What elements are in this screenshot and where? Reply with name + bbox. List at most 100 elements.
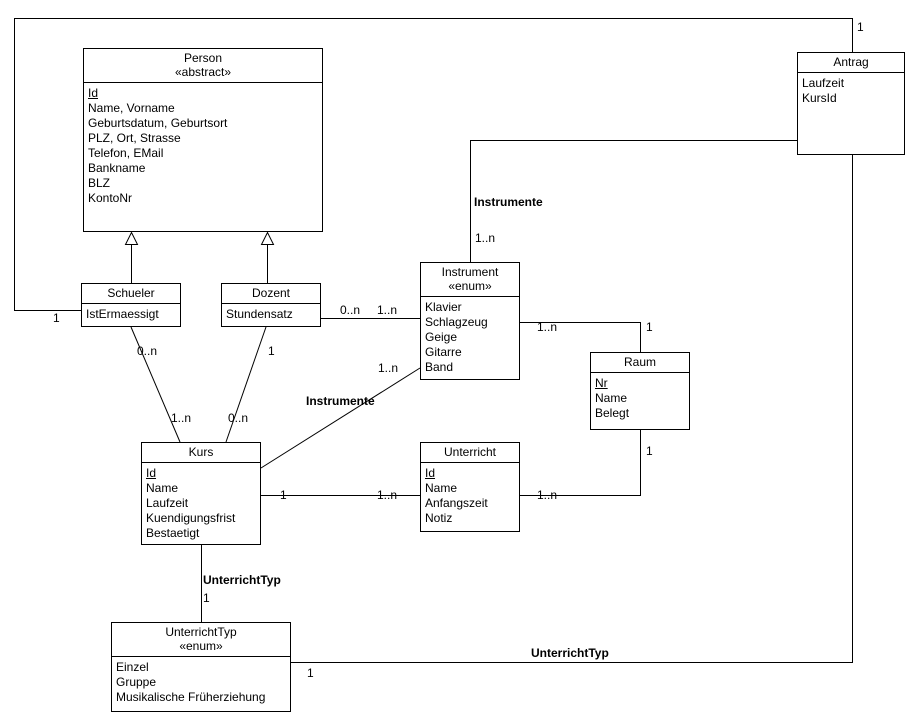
attribute: Geburtsdatum, Geburtsort [88, 116, 228, 130]
class-stereotype: «abstract» [174, 65, 232, 79]
class-header: Raum [591, 353, 689, 373]
attribute: Id [146, 466, 157, 480]
multiplicity-schueler-kurs-at-schueler: 0..n [137, 344, 158, 358]
multiplicity-kurs-unterrichttyp-at-unterrichttyp: 1 [203, 591, 210, 605]
multiplicity-raum-unterricht-at-raum: 1 [646, 444, 653, 458]
generalization-arrow-icon [260, 231, 275, 245]
attribute: PLZ, Ort, Strasse [88, 131, 181, 145]
class-name: Schueler [107, 286, 155, 300]
class-stereotype: «enum» [448, 279, 492, 293]
attribute: Geige [425, 330, 458, 344]
class-name: Antrag [833, 55, 869, 69]
attribute: Belegt [595, 406, 630, 420]
class-name: Unterricht [443, 445, 496, 459]
class-header: Person «abstract» [84, 49, 322, 83]
attribute: Laufzeit [146, 496, 189, 510]
class-raum[interactable]: Raum Nr Name Belegt [590, 352, 690, 430]
attribute: Laufzeit [802, 76, 845, 90]
generalization-arrow-icon [124, 231, 139, 245]
attribute: Bestaetigt [146, 526, 200, 540]
class-name: UnterrichtTyp [165, 625, 237, 639]
edge-antrag-instrument [470, 140, 797, 262]
class-attributes: Id Name, Vorname Geburtsdatum, Geburtsor… [84, 83, 322, 209]
class-schueler[interactable]: Schueler IstErmaessigt [81, 283, 181, 327]
class-attributes: Id Name Laufzeit Kuendigungsfrist Bestae… [142, 463, 260, 544]
edge-antrag-unterrichttyp [291, 155, 853, 663]
attribute: Schlagzeug [425, 315, 488, 329]
class-name: Instrument [441, 265, 499, 279]
edge-kurs-instrument [260, 367, 421, 469]
class-header: UnterrichtTyp «enum» [112, 623, 290, 657]
multiplicity-antrag-instrument-at-instrument: 1..n [475, 231, 496, 245]
class-person[interactable]: Person «abstract» Id Name, Vorname Gebur… [83, 48, 323, 232]
attribute: Name [595, 391, 628, 405]
class-dozent[interactable]: Dozent Stundensatz [221, 283, 321, 327]
class-name: Dozent [251, 286, 291, 300]
multiplicity-kurs-unterricht-at-unterricht: 1..n [377, 488, 398, 502]
class-attributes: Nr Name Belegt [591, 373, 689, 424]
edge-label-unterrichttyp-kurs: UnterrichtTyp [203, 573, 281, 587]
class-attributes: Stundensatz [222, 304, 320, 325]
class-header: Unterricht [421, 443, 519, 463]
multiplicity-dozent-kurs-at-dozent: 1 [268, 344, 275, 358]
class-name: Kurs [188, 445, 214, 459]
attribute: Nr [595, 376, 608, 390]
attribute: Name [425, 481, 458, 495]
attribute: Notiz [425, 511, 453, 525]
class-unterricht[interactable]: Unterricht Id Name Anfangszeit Notiz [420, 442, 520, 532]
edge-raum-unterricht [520, 430, 641, 496]
class-header: Kurs [142, 443, 260, 463]
class-header: Instrument «enum» [421, 263, 519, 297]
edge-dozent-kurs [225, 326, 267, 443]
attribute: Klavier [425, 300, 462, 314]
attribute: BLZ [88, 176, 111, 190]
edge-label-unterrichttyp-antrag: UnterrichtTyp [531, 646, 609, 660]
class-name: Raum [623, 355, 656, 369]
edge-schueler-antrag [14, 18, 853, 311]
class-attributes: Klavier Schlagzeug Geige Gitarre Band [421, 297, 519, 378]
attribute: Gitarre [425, 345, 462, 359]
edge-instrument-raum [520, 322, 641, 352]
class-instrument[interactable]: Instrument «enum» Klavier Schlagzeug Gei… [420, 262, 520, 380]
class-stereotype: «enum» [179, 639, 223, 653]
class-header: Antrag [798, 53, 904, 73]
multiplicity-schueler-antrag-at-antrag: 1 [857, 20, 864, 34]
attribute: Name [146, 481, 179, 495]
attribute: Einzel [116, 660, 149, 674]
multiplicity-schueler-kurs-at-kurs: 1..n [171, 411, 192, 425]
class-name: Person [183, 51, 223, 65]
class-attributes: Einzel Gruppe Musikalische Früherziehung [112, 657, 290, 708]
attribute: Bankname [88, 161, 146, 175]
multiplicity-antrag-unterrichttyp-at-unterrichttyp: 1 [307, 666, 314, 680]
class-header: Schueler [82, 284, 180, 304]
multiplicity-kurs-instrument-at-instrument: 1..n [378, 361, 399, 375]
multiplicity-kurs-unterricht-at-kurs: 1 [280, 488, 287, 502]
edge-label-instrumente-antrag: Instrumente [474, 195, 543, 209]
class-attributes: IstErmaessigt [82, 304, 180, 325]
attribute: KontoNr [88, 191, 133, 205]
attribute: IstErmaessigt [86, 307, 159, 321]
class-attributes: Laufzeit KursId [798, 73, 904, 109]
attribute: Musikalische Früherziehung [116, 690, 266, 704]
multiplicity-dozent-kurs-at-kurs: 0..n [228, 411, 249, 425]
attribute: Name, Vorname [88, 101, 175, 115]
multiplicity-instrument-raum-at-instrument: 1..n [537, 320, 558, 334]
attribute: KursId [802, 91, 837, 105]
attribute: Stundensatz [226, 307, 293, 321]
attribute: Telefon, EMail [88, 146, 164, 160]
edge-schueler-kurs [130, 326, 181, 443]
attribute: Gruppe [116, 675, 157, 689]
class-header: Dozent [222, 284, 320, 304]
class-kurs[interactable]: Kurs Id Name Laufzeit Kuendigungsfrist B… [141, 442, 261, 545]
attribute: Kuendigungsfrist [146, 511, 236, 525]
multiplicity-dozent-instrument-at-dozent: 0..n [340, 303, 361, 317]
class-antrag[interactable]: Antrag Laufzeit KursId [797, 52, 905, 155]
attribute: Anfangszeit [425, 496, 488, 510]
class-unterrichttyp[interactable]: UnterrichtTyp «enum» Einzel Gruppe Musik… [111, 622, 291, 712]
multiplicity-raum-unterricht-at-unterricht: 1..n [537, 488, 558, 502]
multiplicity-dozent-instrument-at-instrument: 1..n [377, 303, 398, 317]
attribute: Id [88, 86, 99, 100]
multiplicity-schueler-antrag-at-schueler: 1 [53, 311, 60, 325]
